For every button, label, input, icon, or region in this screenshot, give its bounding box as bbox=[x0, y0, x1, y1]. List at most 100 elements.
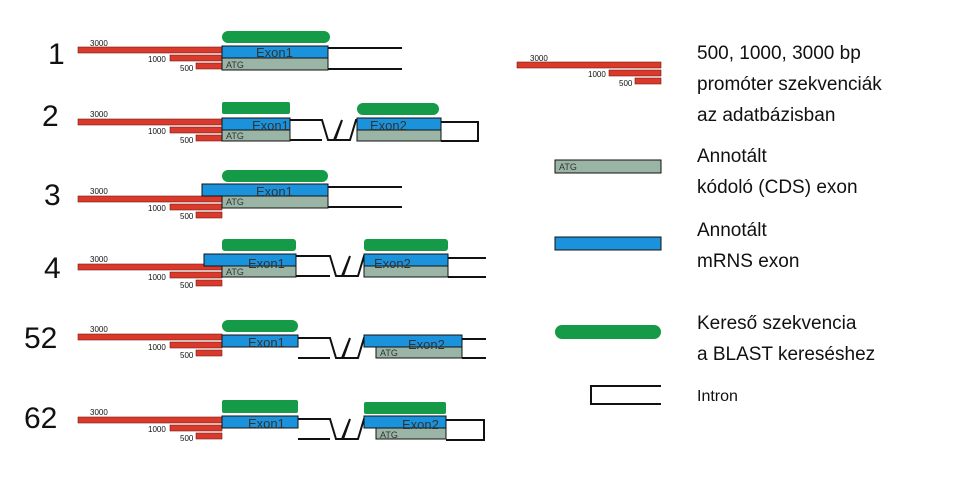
legend-cds: ATG Annotált kódoló (CDS) exon bbox=[554, 146, 858, 198]
cds-exon-bar bbox=[221, 265, 297, 278]
exon-label: Exon1 bbox=[256, 184, 293, 199]
promoter-3000-bar bbox=[77, 263, 223, 271]
legend-text-line: 500, 1000, 3000 bp bbox=[697, 43, 861, 64]
atg-label: ATG bbox=[559, 162, 577, 172]
promoter-1000-label: 1000 bbox=[148, 425, 166, 434]
intron-line bbox=[446, 419, 485, 441]
blast-query-bar bbox=[222, 102, 290, 114]
blast-query-bar bbox=[222, 170, 328, 182]
promoter-1000-bar bbox=[169, 54, 223, 62]
exon-label: Exon2 bbox=[408, 337, 445, 352]
legend-text-line: Intron bbox=[697, 388, 738, 405]
intron-break-line bbox=[298, 337, 366, 359]
intron-line bbox=[328, 47, 402, 70]
atg-label: ATG bbox=[226, 267, 244, 277]
cds-exon-bar bbox=[554, 159, 662, 174]
legend-text-line: mRNS exon bbox=[697, 251, 799, 272]
promoter-3000-bar bbox=[77, 118, 223, 126]
promoter-3000-label: 3000 bbox=[90, 325, 108, 334]
case-row-2: 2 3000 1000 500 Exon1 ATG Exon2 bbox=[42, 100, 479, 145]
intron-line bbox=[328, 186, 402, 208]
cds-exon-bar bbox=[375, 346, 463, 359]
promoter-500-bar bbox=[195, 62, 223, 70]
cds-exon-bar bbox=[221, 57, 329, 71]
promoter-3000-label: 3000 bbox=[90, 408, 108, 417]
promoter-1000-label: 1000 bbox=[148, 127, 166, 136]
case-number: 2 bbox=[42, 100, 59, 133]
blast-query-bar bbox=[364, 239, 448, 251]
intron-line bbox=[441, 121, 479, 142]
intron-line bbox=[448, 257, 486, 278]
promoter-500-label: 500 bbox=[619, 79, 633, 88]
legend-text-line: Annotált bbox=[697, 146, 767, 167]
promoter-500-label: 500 bbox=[180, 281, 194, 290]
legend-text-line: Annotált bbox=[697, 220, 767, 241]
blast-query-bar bbox=[222, 31, 330, 43]
promoter-500-label: 500 bbox=[180, 212, 194, 221]
case-number: 1 bbox=[48, 38, 65, 71]
promoter-1000-label: 1000 bbox=[148, 204, 166, 213]
cds-exon-bar bbox=[375, 427, 447, 440]
promoter-500-label: 500 bbox=[180, 136, 194, 145]
case-number: 62 bbox=[24, 402, 57, 435]
promoter-1000-label: 1000 bbox=[588, 70, 606, 79]
intron-line bbox=[462, 338, 486, 359]
blast-query-bar bbox=[222, 320, 298, 332]
legend-text-line: kódoló (CDS) exon bbox=[697, 177, 858, 198]
case-row-3: 3 3000 1000 500 Exon1 ATG bbox=[44, 170, 402, 221]
promoter-3000-bar bbox=[77, 333, 223, 341]
mrna-exon-bar bbox=[221, 415, 299, 429]
atg-label: ATG bbox=[226, 131, 244, 141]
cds-exon-bar bbox=[221, 129, 291, 142]
case-number: 4 bbox=[44, 252, 61, 285]
exon-label: Exon1 bbox=[248, 416, 285, 431]
promoter-500-label: 500 bbox=[180, 351, 194, 360]
promoter-1000-bar bbox=[169, 341, 223, 349]
promoter-500-label: 500 bbox=[180, 434, 194, 443]
mrna-exon-bar bbox=[221, 334, 299, 348]
legend-text-line: promóter szekvenciák bbox=[697, 74, 882, 95]
promoter-500-bar bbox=[195, 279, 223, 287]
legend-promoter: 3000 1000 500 500, 1000, 3000 bp promóte… bbox=[516, 43, 882, 126]
blast-query-bar bbox=[222, 239, 296, 251]
promoter-500-bar bbox=[195, 432, 223, 440]
legend-intron: Intron bbox=[590, 385, 738, 405]
legend-blast: Kereső szekvencia a BLAST kereséshez bbox=[555, 313, 875, 365]
exon-label: Exon1 bbox=[252, 118, 289, 133]
legend-mrna: Annotált mRNS exon bbox=[554, 220, 799, 272]
promoter-3000-label: 3000 bbox=[90, 110, 108, 119]
blast-query-bar bbox=[364, 402, 446, 414]
blast-query-bar bbox=[555, 325, 661, 339]
promoter-1000-bar bbox=[169, 203, 223, 211]
atg-label: ATG bbox=[226, 197, 244, 207]
atg-label: ATG bbox=[380, 430, 398, 440]
mrna-exon-bar bbox=[554, 236, 662, 251]
cds-exon-bar bbox=[356, 129, 442, 142]
cds-exon-bar bbox=[221, 195, 329, 209]
promoter-1000-label: 1000 bbox=[148, 273, 166, 282]
promoter-3000-bar bbox=[77, 416, 223, 424]
case-row-1: 1 3000 1000 500 Exon1 ATG bbox=[48, 31, 402, 73]
case-number: 3 bbox=[44, 179, 61, 212]
case-row-62: 62 3000 1000 500 Exon1 Exon2 ATG bbox=[24, 400, 485, 443]
exon-label: Exon2 bbox=[370, 118, 407, 133]
legend-text-line: a BLAST kereséshez bbox=[697, 344, 875, 365]
case-row-4: 4 3000 1000 500 Exon1 ATG Exon2 bbox=[44, 239, 486, 290]
exon-label: Exon2 bbox=[374, 256, 411, 271]
promoter-3000-bar bbox=[77, 195, 223, 203]
promoter-1000-bar bbox=[608, 69, 662, 77]
atg-label: ATG bbox=[226, 60, 244, 70]
promoter-1000-bar bbox=[169, 271, 223, 279]
promoter-500-bar bbox=[195, 134, 223, 142]
intron-break-line bbox=[296, 255, 366, 277]
promoter-3000-bar bbox=[516, 61, 662, 69]
promoter-500-bar bbox=[195, 211, 223, 219]
promoter-1000-label: 1000 bbox=[148, 343, 166, 352]
legend-text-line: az adatbázisban bbox=[697, 105, 835, 126]
cds-exon-bar bbox=[363, 265, 449, 278]
exon-label: Exon1 bbox=[248, 335, 285, 350]
blast-query-bar bbox=[222, 400, 298, 413]
promoter-3000-label: 3000 bbox=[90, 39, 108, 48]
promoter-1000-label: 1000 bbox=[148, 55, 166, 64]
